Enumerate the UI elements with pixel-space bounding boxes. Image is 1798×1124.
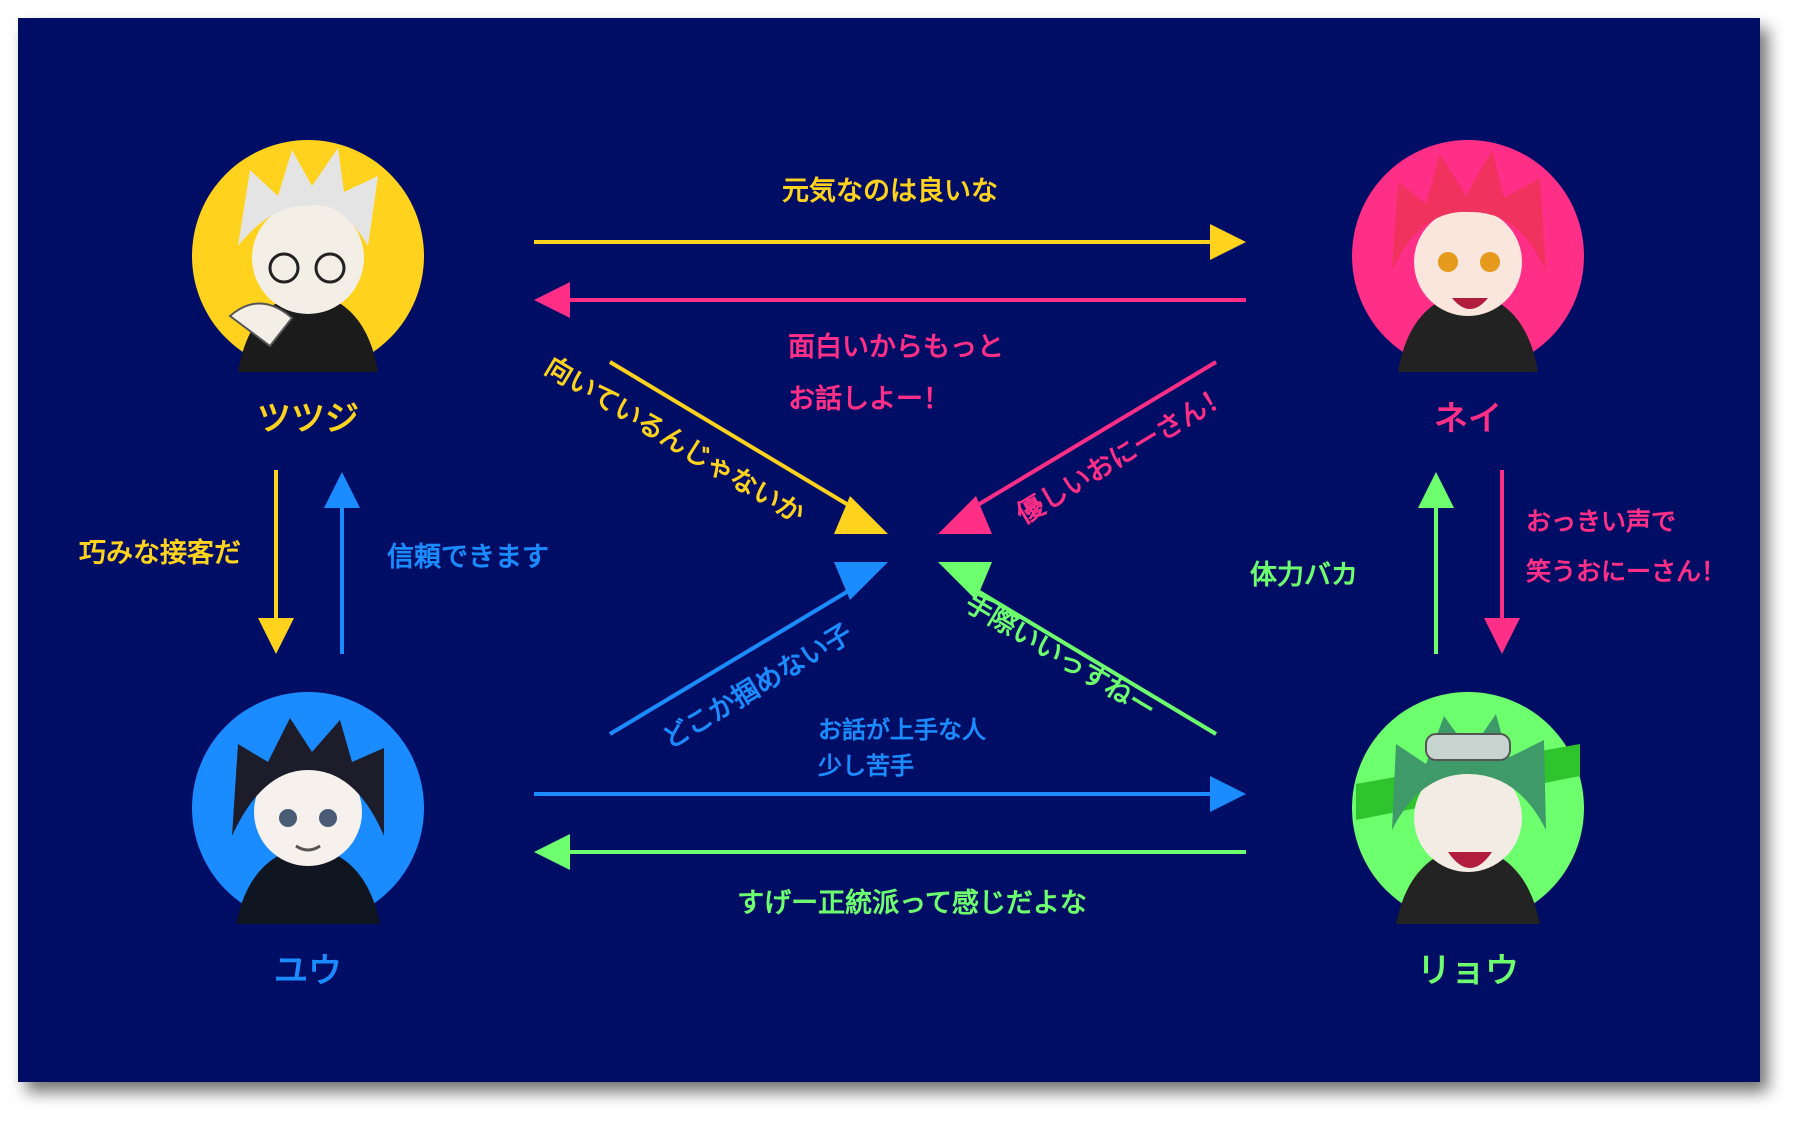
arrow-tsutsuji-to-yuu [258, 470, 294, 654]
label-ryou-to-nei: 体力バカ [1250, 560, 1358, 591]
avatar-tsutsuji[interactable] [192, 140, 424, 372]
arrow-ryou-to-center [938, 562, 1218, 736]
label-ryou-to-yuu: すげー正統派って感じだよな [737, 887, 1087, 919]
name-ryou: リョウ [1417, 951, 1519, 991]
avatar-icon [232, 718, 384, 924]
avatar-ryou[interactable] [1352, 692, 1584, 924]
arrow-ryou-to-nei [1418, 472, 1454, 654]
label-yuu-to-ryou-line2: 少し苦手 [817, 752, 914, 780]
arrow-nei-to-ryou [1484, 470, 1520, 654]
arrow-nei-to-center [938, 360, 1218, 534]
avatar-icon [228, 148, 378, 372]
label-yuu-to-ryou-line1: お話が上手な人 [818, 716, 986, 744]
arrow-ryou-to-yuu [534, 834, 1246, 870]
arrow-tsutsuji-to-nei [534, 224, 1246, 260]
avatar-icon [1392, 150, 1546, 372]
avatar-icon [1356, 714, 1580, 924]
arrow-nei-to-tsutsuji [534, 282, 1246, 318]
arrow-yuu-to-center [608, 562, 888, 736]
label-nei-to-ryou-line2: 笑うおにーさん！ [1526, 557, 1726, 586]
label-tsutsuji-to-yuu: 巧みな接客だ [79, 537, 241, 569]
avatar-yuu[interactable] [192, 692, 424, 924]
arrow-yuu-to-ryou [534, 776, 1246, 812]
name-yuu: ユウ [274, 951, 342, 991]
avatar-nei[interactable] [1352, 140, 1584, 372]
name-tsutsuji: ツツジ [257, 399, 359, 439]
arrow-tsutsuji-to-center [608, 360, 888, 534]
label-nei-to-tsutsuji-line1: 面白いからもっと [788, 331, 1004, 363]
label-tsutsuji-to-nei: 元気なのは良いな [782, 175, 998, 207]
label-nei-to-ryou-line1: おっきい声で [1526, 507, 1676, 536]
label-yuu-to-tsutsuji: 信頼できます [387, 542, 549, 573]
name-nei: ネイ [1434, 399, 1502, 439]
label-nei-to-tsutsuji-line2: お話しよー！ [788, 383, 950, 415]
arrow-yuu-to-tsutsuji [324, 472, 360, 654]
